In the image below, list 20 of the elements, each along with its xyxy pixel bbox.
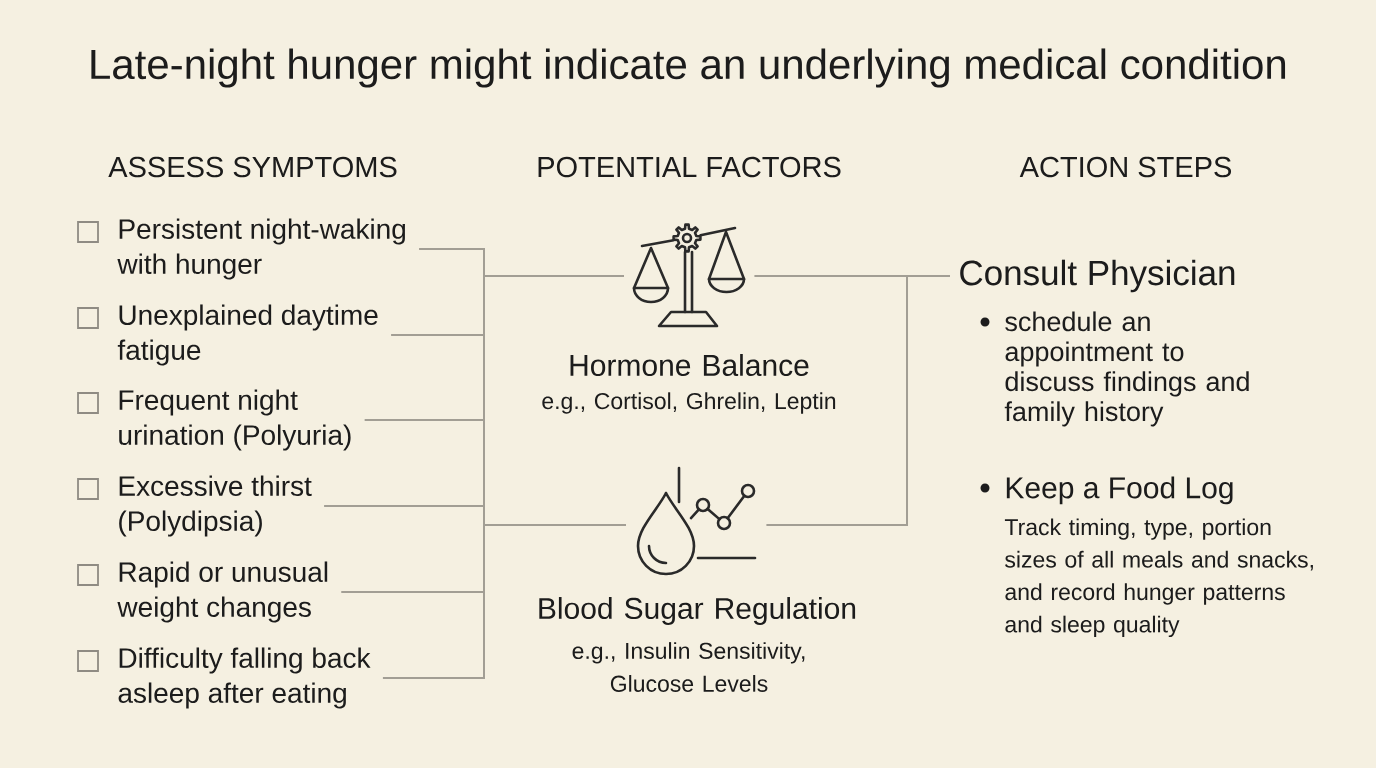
bullet-text: schedule an appointment to discuss findings and family history bbox=[1004, 311, 1249, 427]
droplet-chart-icon bbox=[636, 466, 757, 576]
title: Late-night hunger might indicate an underlying medical condition bbox=[91, 48, 1286, 88]
column-heading: ASSESS SYMPTOMS bbox=[108, 156, 397, 178]
factor-title: Hormone Balance bbox=[570, 354, 809, 376]
checklist-text: Unexplained daytime fatigue bbox=[117, 304, 378, 366]
example-text: e.g., Cortisol, Ghrelin, Leptin bbox=[542, 392, 836, 414]
column-heading: ACTION STEPS bbox=[1019, 156, 1232, 178]
factor-title: Blood Sugar Regulation bbox=[539, 597, 856, 625]
checklist-text: Rapid or unusual weight changes bbox=[117, 561, 328, 623]
checklist-text: Difficulty falling back asleep after eating bbox=[118, 647, 371, 709]
checklist-text: Frequent night urination (Polyuria) bbox=[119, 389, 351, 451]
bullet-heading: Keep a Food Log bbox=[1006, 476, 1233, 505]
note-text: Track timing, type, portion sizes of all meals and snacks, and record hunger patterns and sleep quality bbox=[1004, 518, 1313, 638]
checklist-text: Persistent night-waking with hunger bbox=[117, 218, 405, 280]
scale-icon bbox=[632, 223, 746, 328]
column-heading: POTENTIAL FACTORS bbox=[538, 156, 841, 178]
example-text: e.g., Insulin Sensitivity, Glucose Levels bbox=[572, 642, 805, 692]
action-heading: Consult Physician bbox=[960, 259, 1235, 293]
checklist-text: Excessive thirst (Polydipsia) bbox=[119, 475, 312, 537]
